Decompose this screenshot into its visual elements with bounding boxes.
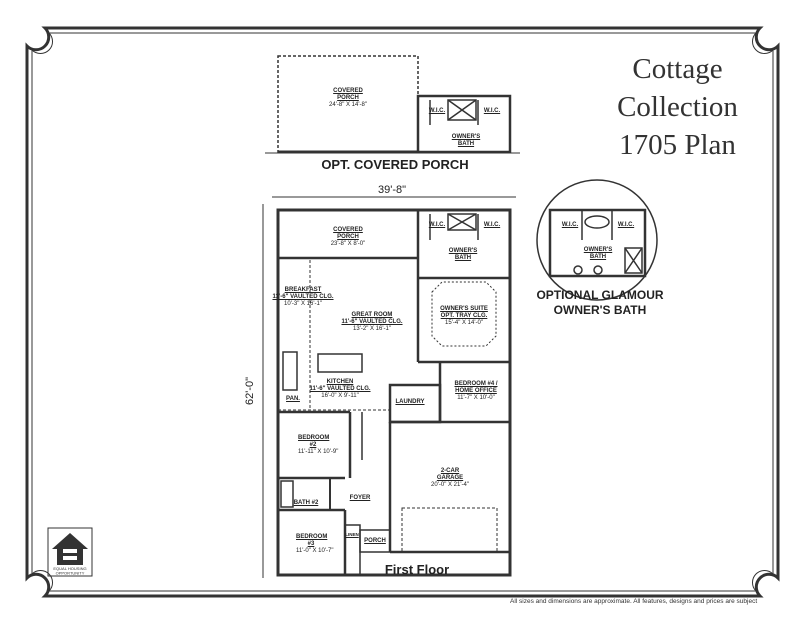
optional-porch-caption: OPT. COVERED PORCH [321, 157, 469, 172]
room-label: FOYER [349, 495, 371, 501]
svg-text:EQUAL HOUSING: EQUAL HOUSING [53, 566, 86, 571]
room-label: W.I.C. [617, 222, 635, 228]
first-floor-plan [276, 208, 512, 577]
caption-line: OWNER'S BATH [553, 303, 647, 317]
equal-housing-icon: EQUAL HOUSING OPPORTUNITY [47, 527, 93, 577]
room-label: OWNER'S BATH [448, 248, 478, 261]
depth-dimension: 62'-0" [244, 376, 257, 406]
width-dimension: 39'-8" [378, 184, 407, 196]
caption-line: OPTIONAL GLAMOUR [536, 288, 664, 302]
room-label: OWNER'S BATH [451, 134, 481, 147]
decorative-frame [25, 26, 780, 598]
room-label: PAN. [286, 396, 300, 402]
svg-text:OPPORTUNITY: OPPORTUNITY [56, 571, 85, 576]
title-line: Cottage [632, 53, 723, 85]
first-floor-caption: First Floor [384, 562, 450, 577]
room-label: W.I.C. [483, 108, 501, 114]
title-line: 1705 Plan [619, 129, 736, 161]
room-label: W.I.C. [428, 108, 446, 114]
room-label: PORCH [364, 538, 386, 544]
room-label: W.I.C. [428, 222, 446, 228]
room-label: LINEN [345, 532, 359, 537]
room-label: LAUNDRY [395, 399, 425, 405]
equal-housing-logo: EQUAL HOUSING OPPORTUNITY [47, 527, 93, 577]
plan-title: Cottage Collection 1705 Plan [615, 50, 740, 164]
glamour-bath-plan [536, 179, 658, 301]
room-label: W.I.C. [483, 222, 501, 228]
title-line: Collection [617, 91, 738, 123]
disclaimer: All sizes and dimensions are approximate… [510, 598, 758, 605]
room-label: BATH #2 [293, 500, 319, 506]
room-label: W.I.C. [561, 222, 579, 228]
optional-porch-plan [265, 55, 520, 154]
room-label: OWNER'S BATH [583, 247, 613, 260]
